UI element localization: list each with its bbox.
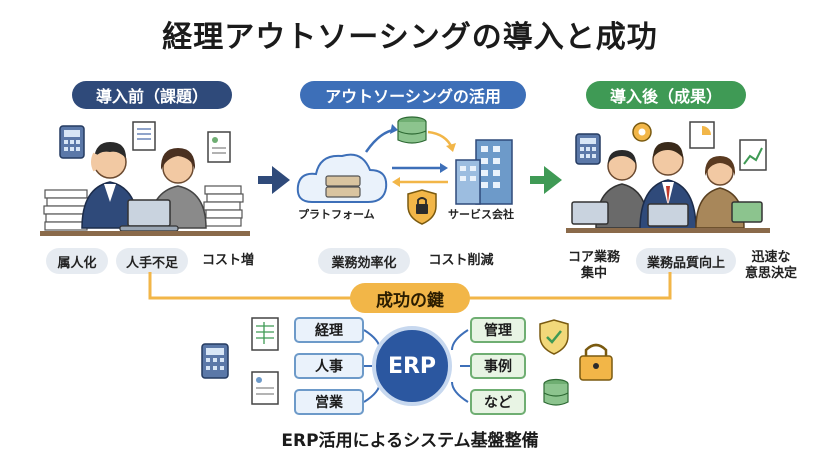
erp-center: ERP (372, 326, 452, 406)
database-icon (543, 378, 569, 406)
shield-lock-icon (407, 189, 437, 225)
erp-right-box: など (470, 389, 526, 415)
issue-tag: 属人化 (46, 248, 108, 274)
calculator-icon (201, 343, 229, 379)
stressed-workers-icon (40, 121, 250, 236)
document-icon (251, 371, 279, 405)
spreadsheet-doc-icon (251, 317, 279, 351)
key-success-pill: 成功の鍵 (350, 283, 470, 313)
benefit-text: コスト削減 (428, 253, 494, 268)
arrow-right-icon (530, 166, 562, 194)
office-building-icon (455, 139, 513, 205)
arrow-right-icon (258, 166, 290, 194)
issue-tag: 人手不足 (116, 248, 188, 274)
middle-pill: アウトソーシングの活用 (300, 81, 526, 109)
page-title: 経理アウトソーシングの導入と成功 (162, 20, 658, 55)
platform-label: プラトフォーム (298, 208, 375, 221)
result-text: 迅速な 意思決定 (744, 250, 797, 281)
scene-illustration (40, 116, 770, 236)
service-company-label: サービス会社 (448, 208, 514, 221)
erp-left-box: 人事 (294, 353, 364, 379)
erp-right-box: 事例 (470, 353, 526, 379)
before-pill: 導入前（課題） (72, 81, 232, 109)
result-tag: 業務品質向上 (636, 248, 736, 274)
erp-left-box: 経理 (294, 317, 364, 343)
result-text: コア業務 集中 (567, 250, 620, 281)
issue-text: コスト増 (201, 253, 254, 268)
successful-team-icon (566, 121, 770, 233)
cloud-platform-icon (296, 153, 388, 203)
after-pill: 導入後（成果） (586, 81, 746, 109)
erp-caption: ERP活用によるシステム基盤整備 (281, 431, 539, 451)
shield-check-icon (539, 319, 569, 355)
database-icon (397, 116, 427, 144)
benefit-tag: 業務効率化 (318, 248, 410, 274)
lock-icon (579, 343, 613, 381)
erp-right-box: 管理 (470, 317, 526, 343)
erp-left-box: 営業 (294, 389, 364, 415)
